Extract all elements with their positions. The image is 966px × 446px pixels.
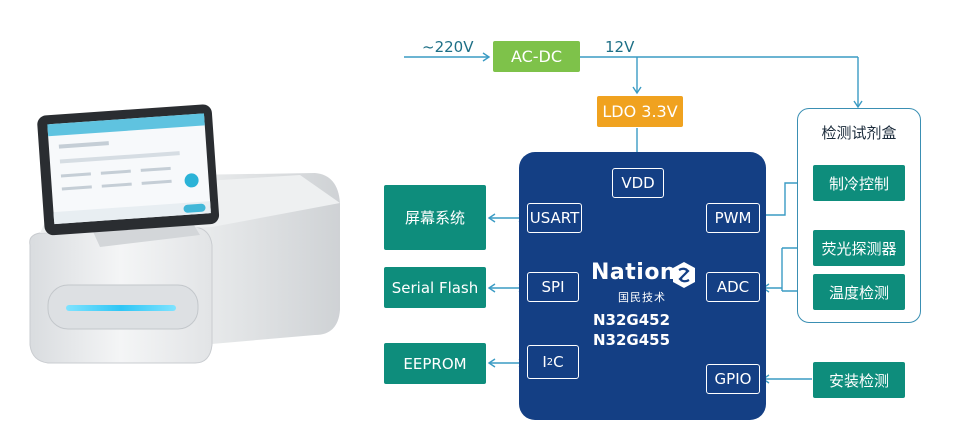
screen-system-box: 屏幕系统 — [384, 185, 486, 250]
pin-adc: ADC — [706, 272, 760, 302]
serial-flash-box: Serial Flash — [384, 267, 486, 308]
pin-vdd: VDD — [612, 168, 664, 198]
output-voltage-label: 12V — [605, 38, 635, 56]
model-1: N32G452 — [593, 311, 671, 329]
i2c-superscript: 2 — [546, 356, 554, 368]
eeprom-box: EEPROM — [384, 343, 486, 384]
i2c-label: I — [542, 353, 547, 371]
pin-pwm: PWM — [706, 203, 760, 233]
device-illustration — [29, 104, 340, 364]
brand-name: Nation — [591, 260, 677, 285]
acdc-box: AC-DC — [493, 41, 580, 72]
brand-name-cn: 国民技术 — [618, 291, 666, 304]
pin-gpio: GPIO — [706, 364, 760, 394]
input-voltage-label: ~220V — [422, 38, 474, 56]
temperature-detection-box: 温度检测 — [813, 274, 905, 310]
i2c-label-end: C — [553, 353, 564, 371]
pin-usart: USART — [527, 203, 582, 233]
ldo-box: LDO 3.3V — [597, 96, 683, 127]
fluorescence-detector-box: 荧光探测器 — [813, 230, 905, 266]
detection-kit-title: 检测试剂盒 — [821, 124, 897, 142]
nation-logo-icon — [673, 262, 695, 288]
install-detection-box: 安装检测 — [813, 362, 905, 398]
cooling-control-box: 制冷控制 — [813, 165, 905, 201]
model-2: N32G455 — [593, 331, 671, 349]
pin-spi: SPI — [527, 272, 579, 302]
